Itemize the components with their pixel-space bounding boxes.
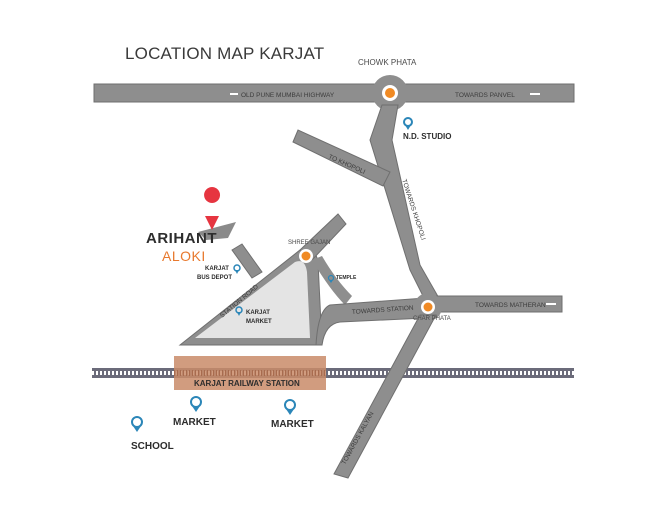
towards-panvel-label: TOWARDS PANVEL (455, 92, 515, 99)
temple-label: TEMPLE (336, 275, 357, 281)
map-title: LOCATION MAP KARJAT (125, 44, 325, 63)
school-label: SCHOOL (131, 441, 174, 452)
bus-depot-label-1: KARJAT (205, 266, 229, 272)
school-pin-icon (131, 416, 143, 432)
market-label-2: MARKET (271, 419, 314, 430)
chowk-phata-label: CHOWK PHATA (358, 58, 417, 67)
market1-pin-icon (190, 396, 202, 412)
karjat-market-pin-icon (235, 306, 243, 316)
karjat-market-label-1: KARJAT (246, 310, 270, 316)
brand-name-line1: ARIHANT (146, 230, 217, 247)
arihant-aloki-pin-icon (198, 187, 236, 240)
towards-station-label: TOWARDS STATION (352, 305, 415, 316)
karjat-market-label-2: MARKET (246, 319, 272, 325)
market-label-1: MARKET (173, 417, 216, 428)
shree-gajan-label: SHREE GAJAN (288, 240, 331, 246)
highway-label: OLD PUNE MUMBAI HIGHWAY (241, 92, 335, 99)
char-phata-label: CHAR PHATA (413, 316, 451, 322)
market2-pin-icon (284, 399, 296, 415)
towards-matheran-label: TOWARDS MATHERAN (475, 302, 546, 309)
brand-name-line2: ALOKI (162, 248, 206, 264)
highway-road (93, 83, 575, 103)
bus-depot-label-2: BUS DEPOT (197, 275, 233, 281)
railway-station-label: KARJAT RAILWAY STATION (194, 379, 300, 388)
temple-pin-icon (327, 274, 335, 283)
bus-depot-pin-icon (233, 264, 241, 274)
railway-track (92, 368, 574, 378)
nd-studio-pin-icon (403, 117, 413, 130)
nd-studio-label: N.D. STUDIO (403, 132, 452, 141)
